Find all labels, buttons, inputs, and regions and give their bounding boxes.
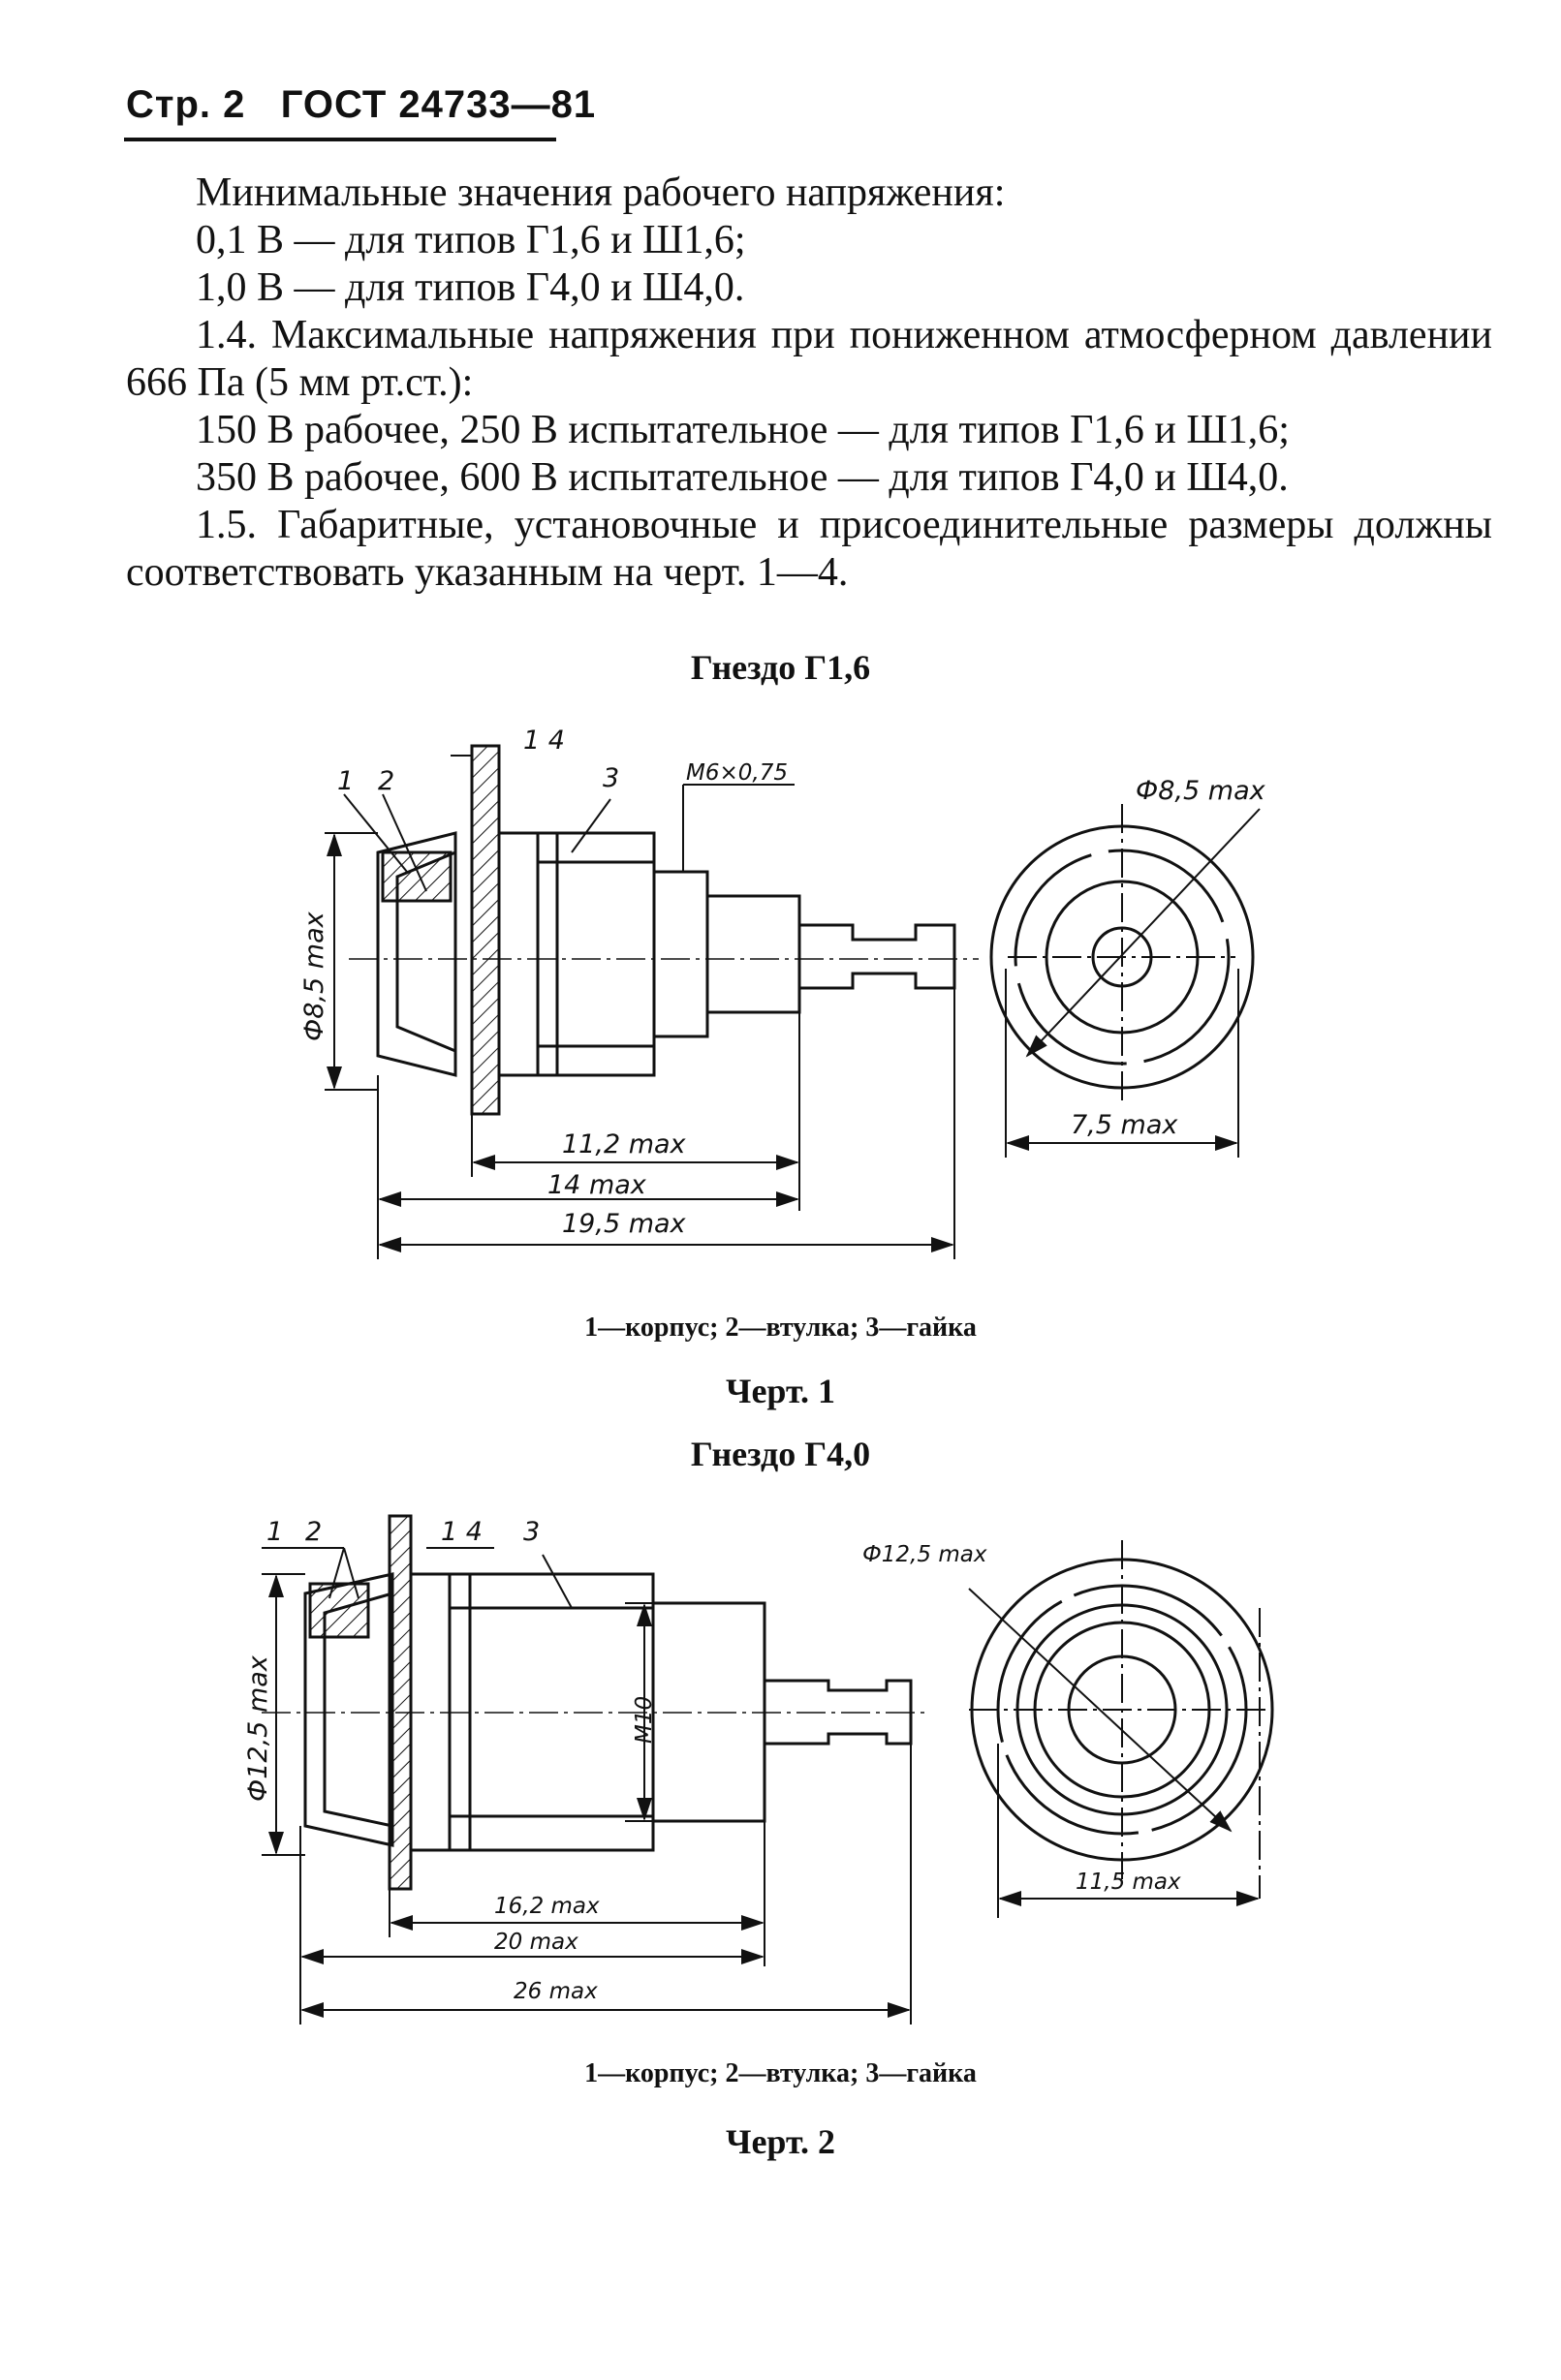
standard-code: ГОСТ 24733—81 [280,83,597,126]
fig1-label-1: 1 [337,766,354,796]
fig1-label-3: 3 [603,763,619,793]
fig1-dia-side: Ф8,5 max [299,911,329,1041]
paragraph: 1.4. Максимальные напряжения при понижен… [126,313,1492,405]
fig1-dim-14: 14 max [547,1170,647,1200]
fig2-dim-20: 20 max [494,1930,578,1955]
figure2-caption: Черт. 2 [726,2122,835,2161]
fig1-width-end: 7,5 max [1071,1110,1178,1140]
paragraph: 150 В рабочее, 250 В испытательное — для… [196,408,1290,452]
fig2-dia-end: Ф12,5 max [862,1542,987,1567]
mounting-panel [470,744,501,1116]
fig2-label-14: 1 4 [441,1517,483,1547]
fig1-dia-end: Ф8,5 max [1136,776,1266,806]
figure2-legend: 1—корпус; 2—втулка; 3—гайка [584,2058,977,2088]
figure1-caption: Черт. 1 [726,1372,835,1410]
page-number: Стр. 2 [126,83,246,126]
figure2-title: Гнездо Г4,0 [690,1435,871,1473]
body-text: Минимальные значения рабочего напряжения… [126,170,1492,597]
mounting-panel [388,1514,413,1891]
paragraph: 1,0 В — для типов Г4,0 и Ш4,0. [196,265,745,310]
paragraph: 1.5. Габаритные, установочные и присоеди… [126,503,1492,595]
fig1-dim-11-2: 11,2 max [562,1129,687,1159]
fig2-thread: М10 [632,1696,657,1744]
header-rule [124,138,556,141]
fig2-label-3: 3 [523,1517,540,1547]
fig1-thread: М6×0,75 [686,760,788,786]
fig2-dia-end-leader [968,1588,1233,1833]
hatched-sleeve [308,1582,370,1639]
figure1-drawing: 1 2 1 4 3 М6×0,75 Ф8,5 max 11,2 max 14 m… [299,726,1266,1259]
fig1-dim-19-5: 19,5 max [562,1209,687,1239]
hatched-sleeve [381,850,453,903]
fig1-label-2: 2 [378,766,394,796]
fig2-dia-side: Ф12,5 max [243,1654,273,1802]
fig2-label-1: 1 [266,1517,283,1547]
paragraph: 0,1 В — для типов Г1,6 и Ш1,6; [196,218,746,263]
paragraph: Минимальные значения рабочего напряжения… [196,170,1006,215]
fig2-dim-16-2: 16,2 max [494,1894,600,1919]
fig2-label-2: 2 [305,1517,322,1547]
paragraph: 350 В рабочее, 600 В испытательное — для… [196,455,1289,500]
figure1-title: Гнездо Г1,6 [690,648,871,687]
body-part [376,831,457,1077]
fig2-dim-26: 26 max [514,1979,598,2004]
page-header: Стр. 2 ГОСТ 24733—81 [126,83,596,127]
figure1-legend: 1—корпус; 2—втулка; 3—гайка [584,1313,977,1343]
fig1-dia-end-leader [1025,808,1261,1058]
fig1-label-14: 1 4 [523,726,565,756]
fig2-width-end: 11,5 max [1076,1870,1181,1895]
